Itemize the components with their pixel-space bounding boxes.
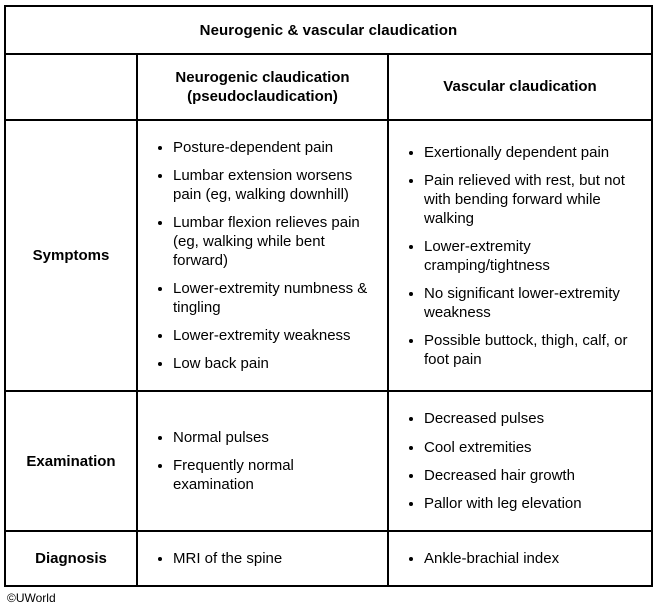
row-label-diagnosis: Diagnosis bbox=[4, 529, 138, 587]
list-item: Decreased pulses bbox=[424, 409, 639, 428]
list-item: Lumbar flexion relieves pain (eg, walkin… bbox=[173, 213, 375, 270]
diagnosis-vascular-list: Ankle-brachial index bbox=[389, 549, 639, 568]
table-row-symptoms: Symptoms Posture-dependent pain Lumbar e… bbox=[4, 118, 653, 393]
diagnosis-neurogenic-cell: MRI of the spine bbox=[136, 529, 389, 587]
column-header-neurogenic: Neurogenic claudication (pseudoclaudicat… bbox=[136, 53, 389, 121]
list-item: Lower-extremity numbness & tingling bbox=[173, 279, 375, 317]
table-row-diagnosis: Diagnosis MRI of the spine Ankle-brachia… bbox=[4, 529, 653, 587]
claudication-comparison-table: Neurogenic & vascular claudication Neuro… bbox=[4, 5, 653, 587]
footer-credit: ©UWorld bbox=[7, 590, 56, 605]
table-title: Neurogenic & vascular claudication bbox=[4, 5, 653, 55]
list-item: Cool extremities bbox=[424, 438, 639, 457]
list-item: Ankle-brachial index bbox=[424, 549, 639, 568]
list-item: Lower-extremity cramping/tightness bbox=[424, 237, 639, 275]
symptoms-vascular-cell: Exertionally dependent pain Pain relieve… bbox=[387, 118, 653, 393]
table-row-examination: Examination Normal pulses Frequently nor… bbox=[4, 390, 653, 532]
examination-vascular-cell: Decreased pulses Cool extremities Decrea… bbox=[387, 390, 653, 532]
list-item: Lumbar extension worsens pain (eg, walki… bbox=[173, 166, 375, 204]
page: Neurogenic & vascular claudication Neuro… bbox=[0, 0, 656, 583]
symptoms-neurogenic-cell: Posture-dependent pain Lumbar extension … bbox=[136, 118, 389, 393]
diagnosis-neurogenic-list: MRI of the spine bbox=[138, 549, 375, 568]
list-item: Pain relieved with rest, but not with be… bbox=[424, 171, 639, 228]
list-item: Possible buttock, thigh, calf, or foot p… bbox=[424, 331, 639, 369]
list-item: MRI of the spine bbox=[173, 549, 375, 568]
symptoms-neurogenic-list: Posture-dependent pain Lumbar extension … bbox=[138, 138, 375, 373]
list-item: Exertionally dependent pain bbox=[424, 143, 639, 162]
empty-corner-cell bbox=[4, 53, 138, 121]
column-header-row: Neurogenic claudication (pseudoclaudicat… bbox=[4, 53, 653, 121]
symptoms-vascular-list: Exertionally dependent pain Pain relieve… bbox=[389, 143, 639, 369]
list-item: No significant lower-extremity weakness bbox=[424, 284, 639, 322]
row-label-symptoms: Symptoms bbox=[4, 118, 138, 393]
column-header-vascular: Vascular claudication bbox=[387, 53, 653, 121]
list-item: Posture-dependent pain bbox=[173, 138, 375, 157]
list-item: Lower-extremity weakness bbox=[173, 326, 375, 345]
examination-vascular-list: Decreased pulses Cool extremities Decrea… bbox=[389, 409, 639, 512]
examination-neurogenic-list: Normal pulses Frequently normal examinat… bbox=[138, 428, 375, 494]
diagnosis-vascular-cell: Ankle-brachial index bbox=[387, 529, 653, 587]
list-item: Frequently normal examination bbox=[173, 456, 375, 494]
examination-neurogenic-cell: Normal pulses Frequently normal examinat… bbox=[136, 390, 389, 532]
list-item: Normal pulses bbox=[173, 428, 375, 447]
row-label-examination: Examination bbox=[4, 390, 138, 532]
table-title-row: Neurogenic & vascular claudication bbox=[4, 5, 653, 55]
list-item: Pallor with leg elevation bbox=[424, 494, 639, 513]
list-item: Low back pain bbox=[173, 354, 375, 373]
list-item: Decreased hair growth bbox=[424, 466, 639, 485]
